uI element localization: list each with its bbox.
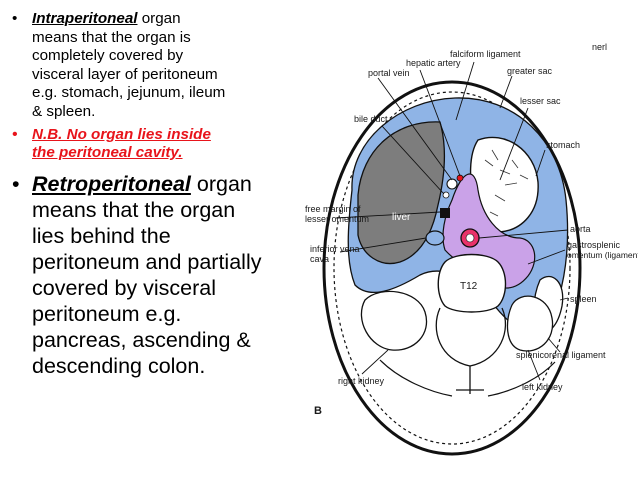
body-wall-inner bbox=[333, 91, 571, 445]
bullet-dot: • bbox=[12, 10, 18, 27]
bullet-dot: • bbox=[12, 125, 18, 143]
label-ivc-line2: cava bbox=[310, 254, 329, 264]
bullet-dot: • bbox=[12, 171, 20, 196]
label-hepatic-artery: hepatic artery bbox=[406, 58, 461, 68]
bullet-line: means that the organ is bbox=[32, 28, 191, 46]
leader-lines bbox=[335, 61, 569, 381]
bullet-line: lies behind the bbox=[32, 223, 171, 248]
back-muscles bbox=[379, 359, 556, 397]
vertebral-spinous-process bbox=[456, 366, 484, 394]
label-gastrosplenic-line1: gastrosplenic bbox=[567, 240, 621, 250]
label-stomach: stomach bbox=[546, 140, 580, 150]
label-free-margin-line2: lesser omentum bbox=[305, 214, 369, 224]
label-right-kidney: right kidney bbox=[338, 376, 385, 386]
label-splenicorenal: splenicorenal ligament bbox=[516, 350, 606, 360]
peritoneum-cross-section-diagram: T12 nerl portal vein hepatic arter bbox=[305, 42, 638, 456]
bullet-line: visceral layer of peritoneum bbox=[32, 65, 218, 83]
term-intraperitoneal: Intraperitoneal bbox=[32, 10, 138, 27]
bullet-line: covered by visceral bbox=[32, 275, 217, 300]
free-margin-marker bbox=[440, 208, 450, 218]
liver bbox=[357, 121, 446, 265]
bullet-line: Retroperitoneal organ bbox=[32, 171, 306, 197]
bullet-line: e.g. stomach, jejunum, ileum bbox=[32, 84, 226, 102]
bullet-list: • Intraperitoneal organ means that the o… bbox=[6, 10, 306, 379]
bullet-line: means that the organ bbox=[32, 197, 236, 222]
bullet-line: N.B. No organ lies inside bbox=[32, 125, 211, 143]
bullet-line-rest: organ bbox=[190, 171, 252, 196]
label-bile-duct: bile duct bbox=[354, 114, 388, 124]
bullet-nb-note: • N.B. No organ lies inside the peritone… bbox=[6, 126, 306, 163]
label-falciform-ligament: falciform ligament bbox=[450, 49, 521, 59]
bullet-intraperitoneal: • Intraperitoneal organ means that the o… bbox=[6, 10, 306, 122]
bullet-line: pancreas, ascending & bbox=[32, 327, 251, 352]
panel-letter: B bbox=[314, 405, 322, 417]
bullet-line: peritoneum and partially bbox=[32, 249, 262, 274]
label-ivc-line1: inferior vena bbox=[310, 244, 360, 254]
label-portal-vein: portal vein bbox=[368, 68, 410, 78]
label-greater-sac: greater sac bbox=[507, 66, 553, 76]
bullet-line: descending colon. bbox=[32, 353, 206, 378]
stomach-rugae bbox=[484, 149, 529, 217]
bullet-line: completely covered by bbox=[32, 47, 184, 65]
bullet-line: & spleen. bbox=[32, 102, 96, 120]
right-kidney bbox=[360, 290, 428, 351]
corner-text: nerl bbox=[592, 42, 607, 52]
label-free-margin-line1: free margin of bbox=[305, 204, 361, 214]
left-kidney bbox=[506, 295, 554, 352]
label-left-kidney: left kidney bbox=[522, 382, 563, 392]
aorta-lumen bbox=[465, 233, 475, 243]
label-spleen: spleen bbox=[570, 294, 597, 304]
label-lesser-sac: lesser sac bbox=[520, 96, 561, 106]
bullet-line: Intraperitoneal organ bbox=[32, 10, 306, 29]
bile-duct bbox=[442, 191, 450, 199]
bullet-line: peritoneum e.g. bbox=[32, 301, 182, 326]
label-gastrosplenic-line2: omentum (ligament) bbox=[567, 250, 638, 260]
bullet-line-rest: organ bbox=[137, 10, 181, 27]
label-aorta: aorta bbox=[570, 224, 591, 234]
inferior-vena-cava bbox=[425, 230, 445, 246]
vertebra-label: T12 bbox=[460, 281, 478, 292]
bullet-line: the peritoneal cavity. bbox=[32, 144, 183, 162]
label-liver: liver bbox=[392, 212, 411, 223]
portal-vein bbox=[446, 178, 458, 190]
term-retroperitoneal: Retroperitoneal bbox=[32, 171, 191, 196]
vertebra-t12 bbox=[437, 253, 507, 313]
bullet-retroperitoneal: • Retroperitoneal organ means that the o… bbox=[6, 171, 306, 379]
